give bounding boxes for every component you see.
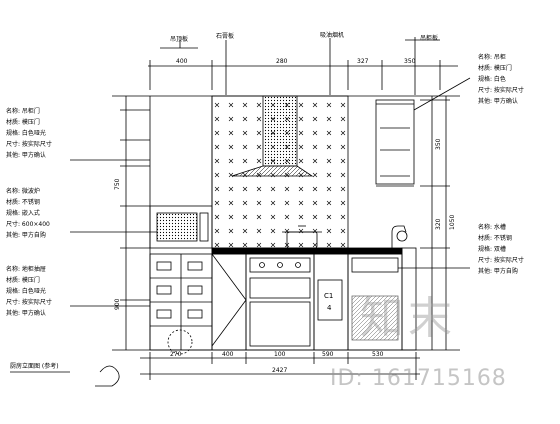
note-line: 规格: 嵌入式 [6,210,40,217]
note-right-1: 名称: 水槽 材质: 不锈钢 规格: 双槽 尺寸: 按实际尺寸 其他: 甲方自购 [478,222,524,277]
callout-board: 石膏板 [216,32,234,40]
note-left-2: 名称: 地柜抽屉 材质: 模压门 规格: 白色哑光 尺寸: 按实际尺寸 其他: … [6,264,52,319]
callout-ceiling: 吊顶板 [170,35,188,43]
right-dim-1: 320 [435,218,442,230]
note-line: 规格: 白色哑光 [6,288,46,295]
watermark-brand: 知末 [360,293,456,344]
callout-hood: 吸油烟机 [320,31,344,39]
note-left-1: 名称: 微波炉 材质: 不锈钢 规格: 嵌入式 尺寸: 600×400 其他: … [6,186,50,241]
note-line: 名称: 地柜抽屉 [6,266,46,273]
right-dim-2: 1050 [449,215,456,230]
right-dim-0: 350 [435,138,442,150]
note-line: 名称: 微波炉 [6,188,40,195]
bottom-dim-0: 270 [170,351,182,358]
note-line: 名称: 吊柜门 [6,108,40,115]
note-line: 材质: 不锈钢 [478,235,512,242]
bottom-dim-1: 400 [222,351,234,358]
note-right-0: 名称: 吊柜 材质: 模压门 规格: 白色 尺寸: 按实际尺寸 其他: 甲方确认 [478,52,524,107]
corner-cabinet [211,253,247,351]
upper-cabinet [375,99,415,185]
microwave [156,212,198,242]
top-dim-1: 280 [276,58,288,65]
drawing-note: 厨房立面图 (参考) [10,362,59,370]
note-line: 尺寸: 按实际尺寸 [6,299,52,306]
cabinet-label: C1 [324,292,333,300]
hood-canopy [231,165,314,177]
note-line: 尺寸: 按实际尺寸 [478,257,524,264]
top-dim-0: 400 [176,58,188,65]
note-line: 名称: 水槽 [478,224,506,231]
bottom-dim-2: 100 [274,351,286,358]
hood-chimney [262,95,298,167]
note-line: 其他: 甲方自购 [6,232,46,239]
note-line: 规格: 白色 [478,76,506,83]
top-dim-2: 327 [357,58,369,65]
cabinet-c1 [313,253,349,351]
left-dim-1: 900 [114,298,121,310]
north-arrow [95,365,120,387]
note-line: 材质: 模压门 [6,119,40,126]
note-line: 材质: 模压门 [478,65,512,72]
note-line: 尺寸: 600×400 [6,221,50,228]
faucet [391,225,407,248]
countertop [211,247,403,255]
note-line: 尺寸: 按实际尺寸 [6,141,52,148]
note-left-0: 名称: 吊柜门 材质: 模压门 规格: 白色哑光 尺寸: 按实际尺寸 其他: 甲… [6,106,52,161]
note-line: 名称: 吊柜 [478,54,506,61]
bottom-dim-4: 530 [372,351,384,358]
note-line: 规格: 双槽 [478,246,506,253]
bottom-dim-3: 590 [322,351,334,358]
bottom-total: 2427 [272,367,287,374]
section-marker [167,329,193,355]
note-line: 材质: 不锈钢 [6,199,40,206]
watermark-id: ID: 161715168 [330,366,507,391]
svg-text:4: 4 [327,304,332,312]
note-line: 材质: 模压门 [6,277,40,284]
note-line: 其他: 甲方确认 [478,98,518,105]
note-line: 其他: 甲方确认 [6,152,46,159]
note-line: 其他: 甲方自购 [478,268,518,275]
top-dim-ticks [149,60,441,90]
callout-cabinet: 吊柜板 [420,34,438,42]
note-line: 规格: 白色哑光 [6,130,46,137]
top-dim-3: 350 [404,58,416,65]
left-dim-0: 750 [114,178,121,190]
note-line: 尺寸: 按实际尺寸 [478,87,524,94]
note-line: 其他: 甲方确认 [6,310,46,317]
